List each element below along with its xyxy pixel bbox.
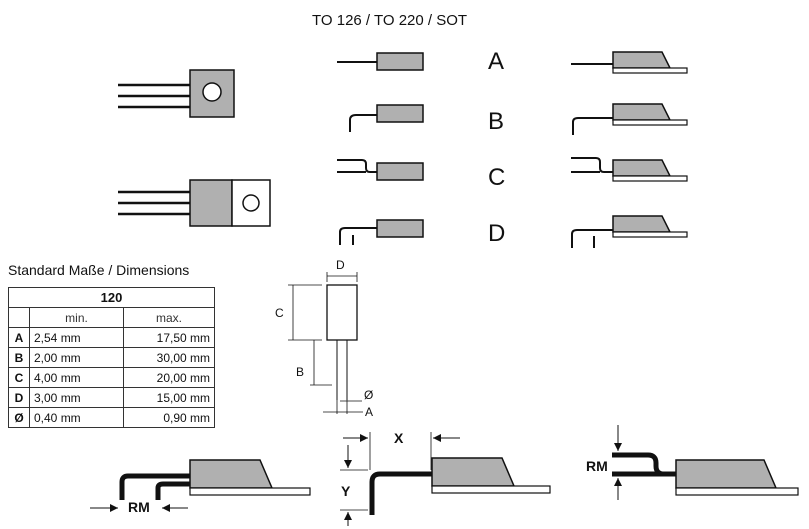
row-letter-d: D <box>488 220 506 247</box>
table-header: 120 <box>8 287 215 308</box>
table-max-label: max. <box>123 307 215 328</box>
to220-package <box>118 179 271 227</box>
dim-label-d: D <box>336 258 345 272</box>
xy-bent-middle <box>340 432 551 526</box>
form-c-large <box>571 157 688 182</box>
form-c-small <box>337 159 424 181</box>
dimension-drawing <box>288 272 363 414</box>
diagram-title: TO 126 / TO 220 / SOT <box>312 12 468 29</box>
dim-label-rm-left: RM <box>128 499 150 515</box>
dimensions-heading: Standard Maße / Dimensions <box>8 262 190 278</box>
table-min-label: min. <box>29 307 124 328</box>
form-d-small <box>339 219 424 245</box>
form-b-small <box>349 104 424 132</box>
dim-label-rm-right: RM <box>586 458 608 474</box>
form-d-large <box>571 215 688 248</box>
rm-bent-right <box>612 425 799 500</box>
row-letter-c: C <box>488 164 506 191</box>
dim-label-phi: Ø <box>364 388 374 402</box>
form-a-large <box>571 51 688 74</box>
to126-package <box>118 69 235 118</box>
dim-label-x: X <box>394 430 404 446</box>
dim-label-a: A <box>365 405 374 419</box>
dim-label-y: Y <box>341 483 351 499</box>
rm-bent-left <box>90 459 311 512</box>
dim-label-b: B <box>296 365 305 379</box>
form-b-large <box>572 103 688 135</box>
row-letter-a: A <box>488 48 505 75</box>
table-key-header <box>8 307 30 328</box>
form-a-small <box>337 52 424 71</box>
row-letter-b: B <box>488 108 505 135</box>
dim-label-c: C <box>275 306 284 320</box>
